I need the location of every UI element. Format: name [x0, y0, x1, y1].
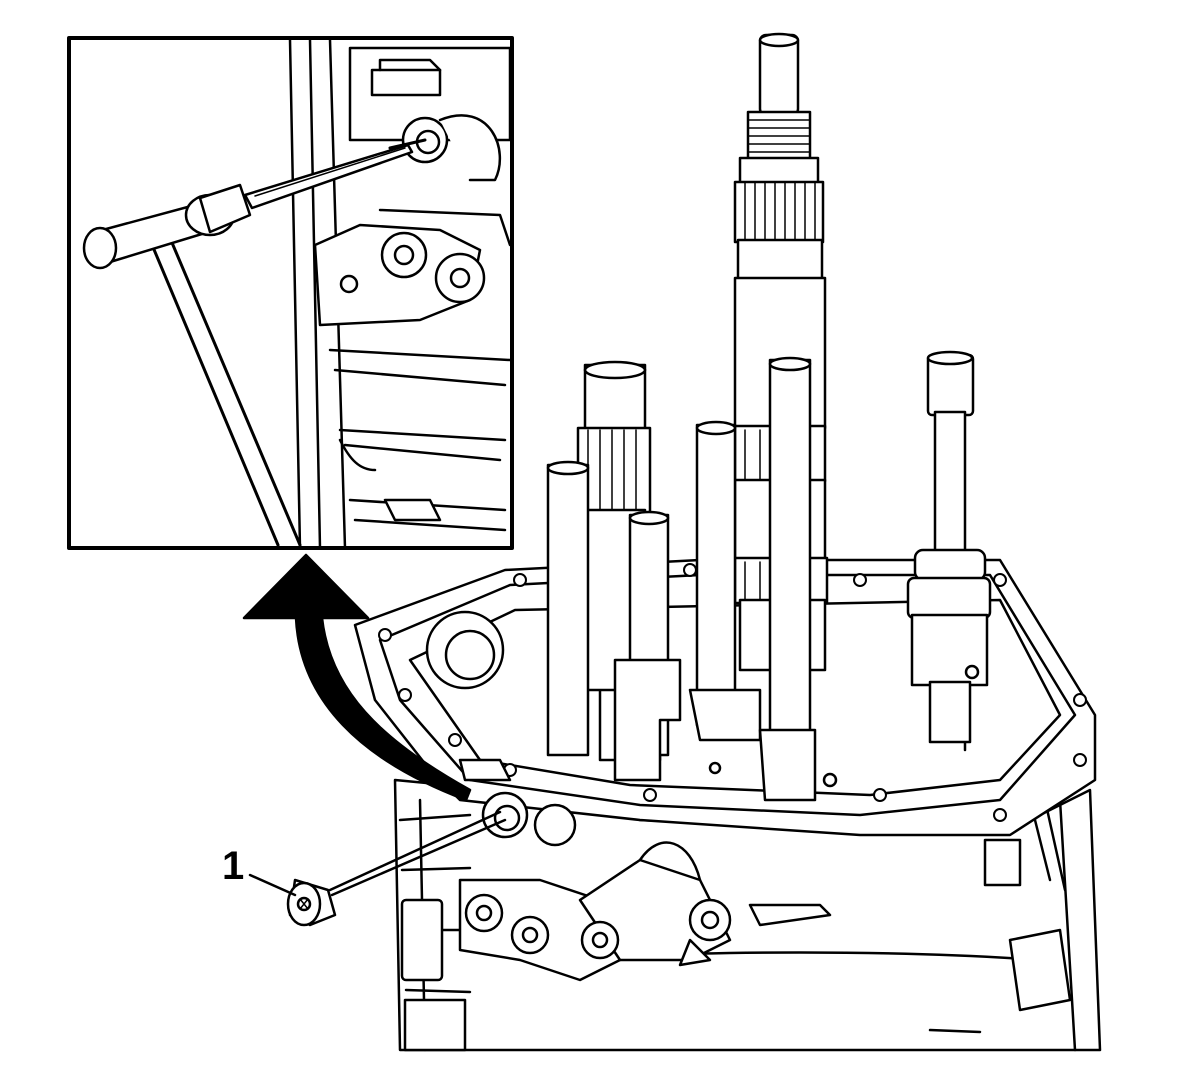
detail-inset — [67, 36, 514, 550]
reverse-shaft — [906, 350, 992, 744]
torx-plug-icon — [286, 878, 337, 927]
leader-lines — [248, 810, 507, 897]
callout-label-1: 1 — [222, 844, 245, 888]
plug-bore — [458, 758, 577, 847]
selector-levers — [458, 838, 1022, 982]
shift-rails — [546, 356, 817, 802]
curved-arrow-icon — [242, 553, 472, 802]
